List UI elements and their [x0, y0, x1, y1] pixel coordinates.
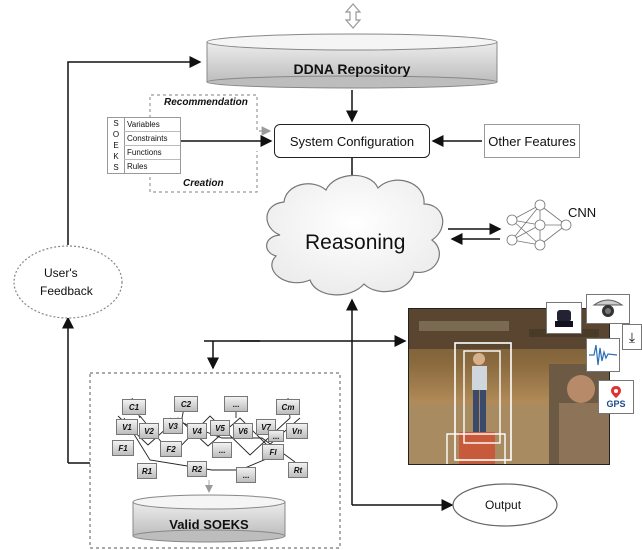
arrow-feedback-to-repository: [67, 56, 202, 245]
node-v: V3: [163, 418, 183, 434]
soeks-rows: Variables Constraints Functions Rules: [124, 118, 180, 173]
other-features-box: Other Features: [484, 124, 580, 158]
lidar-sensor-icon: [546, 302, 582, 334]
node-c: Cm: [276, 399, 300, 415]
node-r: ...: [236, 467, 256, 483]
soeks-row-variables: Variables: [124, 118, 180, 132]
node-f: ...: [212, 442, 232, 458]
feedback-label-line2: Feedback: [40, 284, 93, 298]
gps-icon: GPS: [598, 380, 634, 414]
security-camera-icon: [586, 294, 630, 324]
output-label: Output: [485, 498, 522, 512]
node-c: C2: [174, 396, 198, 412]
node-r: R1: [137, 463, 157, 479]
soeks-row-functions: Functions: [124, 146, 180, 160]
soeks-row-rules: Rules: [127, 162, 148, 171]
system-configuration-box: System Configuration: [274, 124, 430, 158]
reasoning-cloud: [266, 174, 444, 296]
download-icon: ⤓: [622, 324, 642, 350]
recommendation-dotted-path: [149, 94, 272, 136]
soeks-letter: E: [113, 140, 119, 150]
signal-waveform-icon: [586, 338, 620, 372]
node-c: C1: [122, 399, 146, 415]
node-v: V5: [210, 420, 230, 436]
cnn-label: CNN: [568, 205, 597, 220]
cnn-network-icon: [506, 199, 572, 251]
node-v: V6: [233, 423, 253, 439]
output-ellipse: [452, 483, 558, 527]
soeks-acronym-column: S O E K S: [108, 118, 125, 173]
up-down-arrow-icon: [344, 3, 362, 29]
soeks-panel-border: [89, 372, 341, 549]
soeks-letter: O: [112, 129, 120, 139]
node-v: V2: [139, 423, 159, 439]
ddna-repository-cylinder: [206, 33, 498, 89]
node-r: R2: [187, 461, 207, 477]
node-v: V4: [187, 423, 207, 439]
node-v: V1: [116, 419, 138, 435]
node-v: ...: [268, 430, 284, 442]
other-features-label: Other Features: [488, 133, 576, 149]
users-feedback-ellipse: [13, 245, 123, 319]
gps-label: GPS: [606, 399, 626, 409]
valid-soeks-cylinder: [132, 494, 286, 543]
recommendation-label: Recommendation: [164, 97, 248, 108]
ddna-repository-title: DDNA Repository: [293, 61, 411, 77]
system-configuration-label: System Configuration: [289, 133, 415, 149]
creation-label: Creation: [183, 178, 224, 189]
node-c: ...: [224, 396, 248, 412]
creation-dotted-path: [149, 151, 258, 193]
soeks-row-constraints: Constraints: [124, 132, 180, 146]
soeks-letter: K: [113, 151, 119, 161]
soeks-table: S O E K S Variables Constraints Function…: [107, 117, 181, 174]
soeks-letter: S: [113, 162, 119, 172]
valid-soeks-label: Valid SOEKS: [169, 517, 249, 532]
node-f: F1: [112, 440, 134, 456]
node-f: F2: [160, 441, 182, 457]
node-v: Vn: [286, 423, 308, 439]
node-f: Fl: [262, 444, 284, 460]
feedback-label-line1: User's: [44, 266, 78, 280]
node-r: Rt: [288, 462, 308, 478]
reasoning-label: Reasoning: [305, 231, 406, 254]
soeks-letter: S: [113, 118, 119, 128]
